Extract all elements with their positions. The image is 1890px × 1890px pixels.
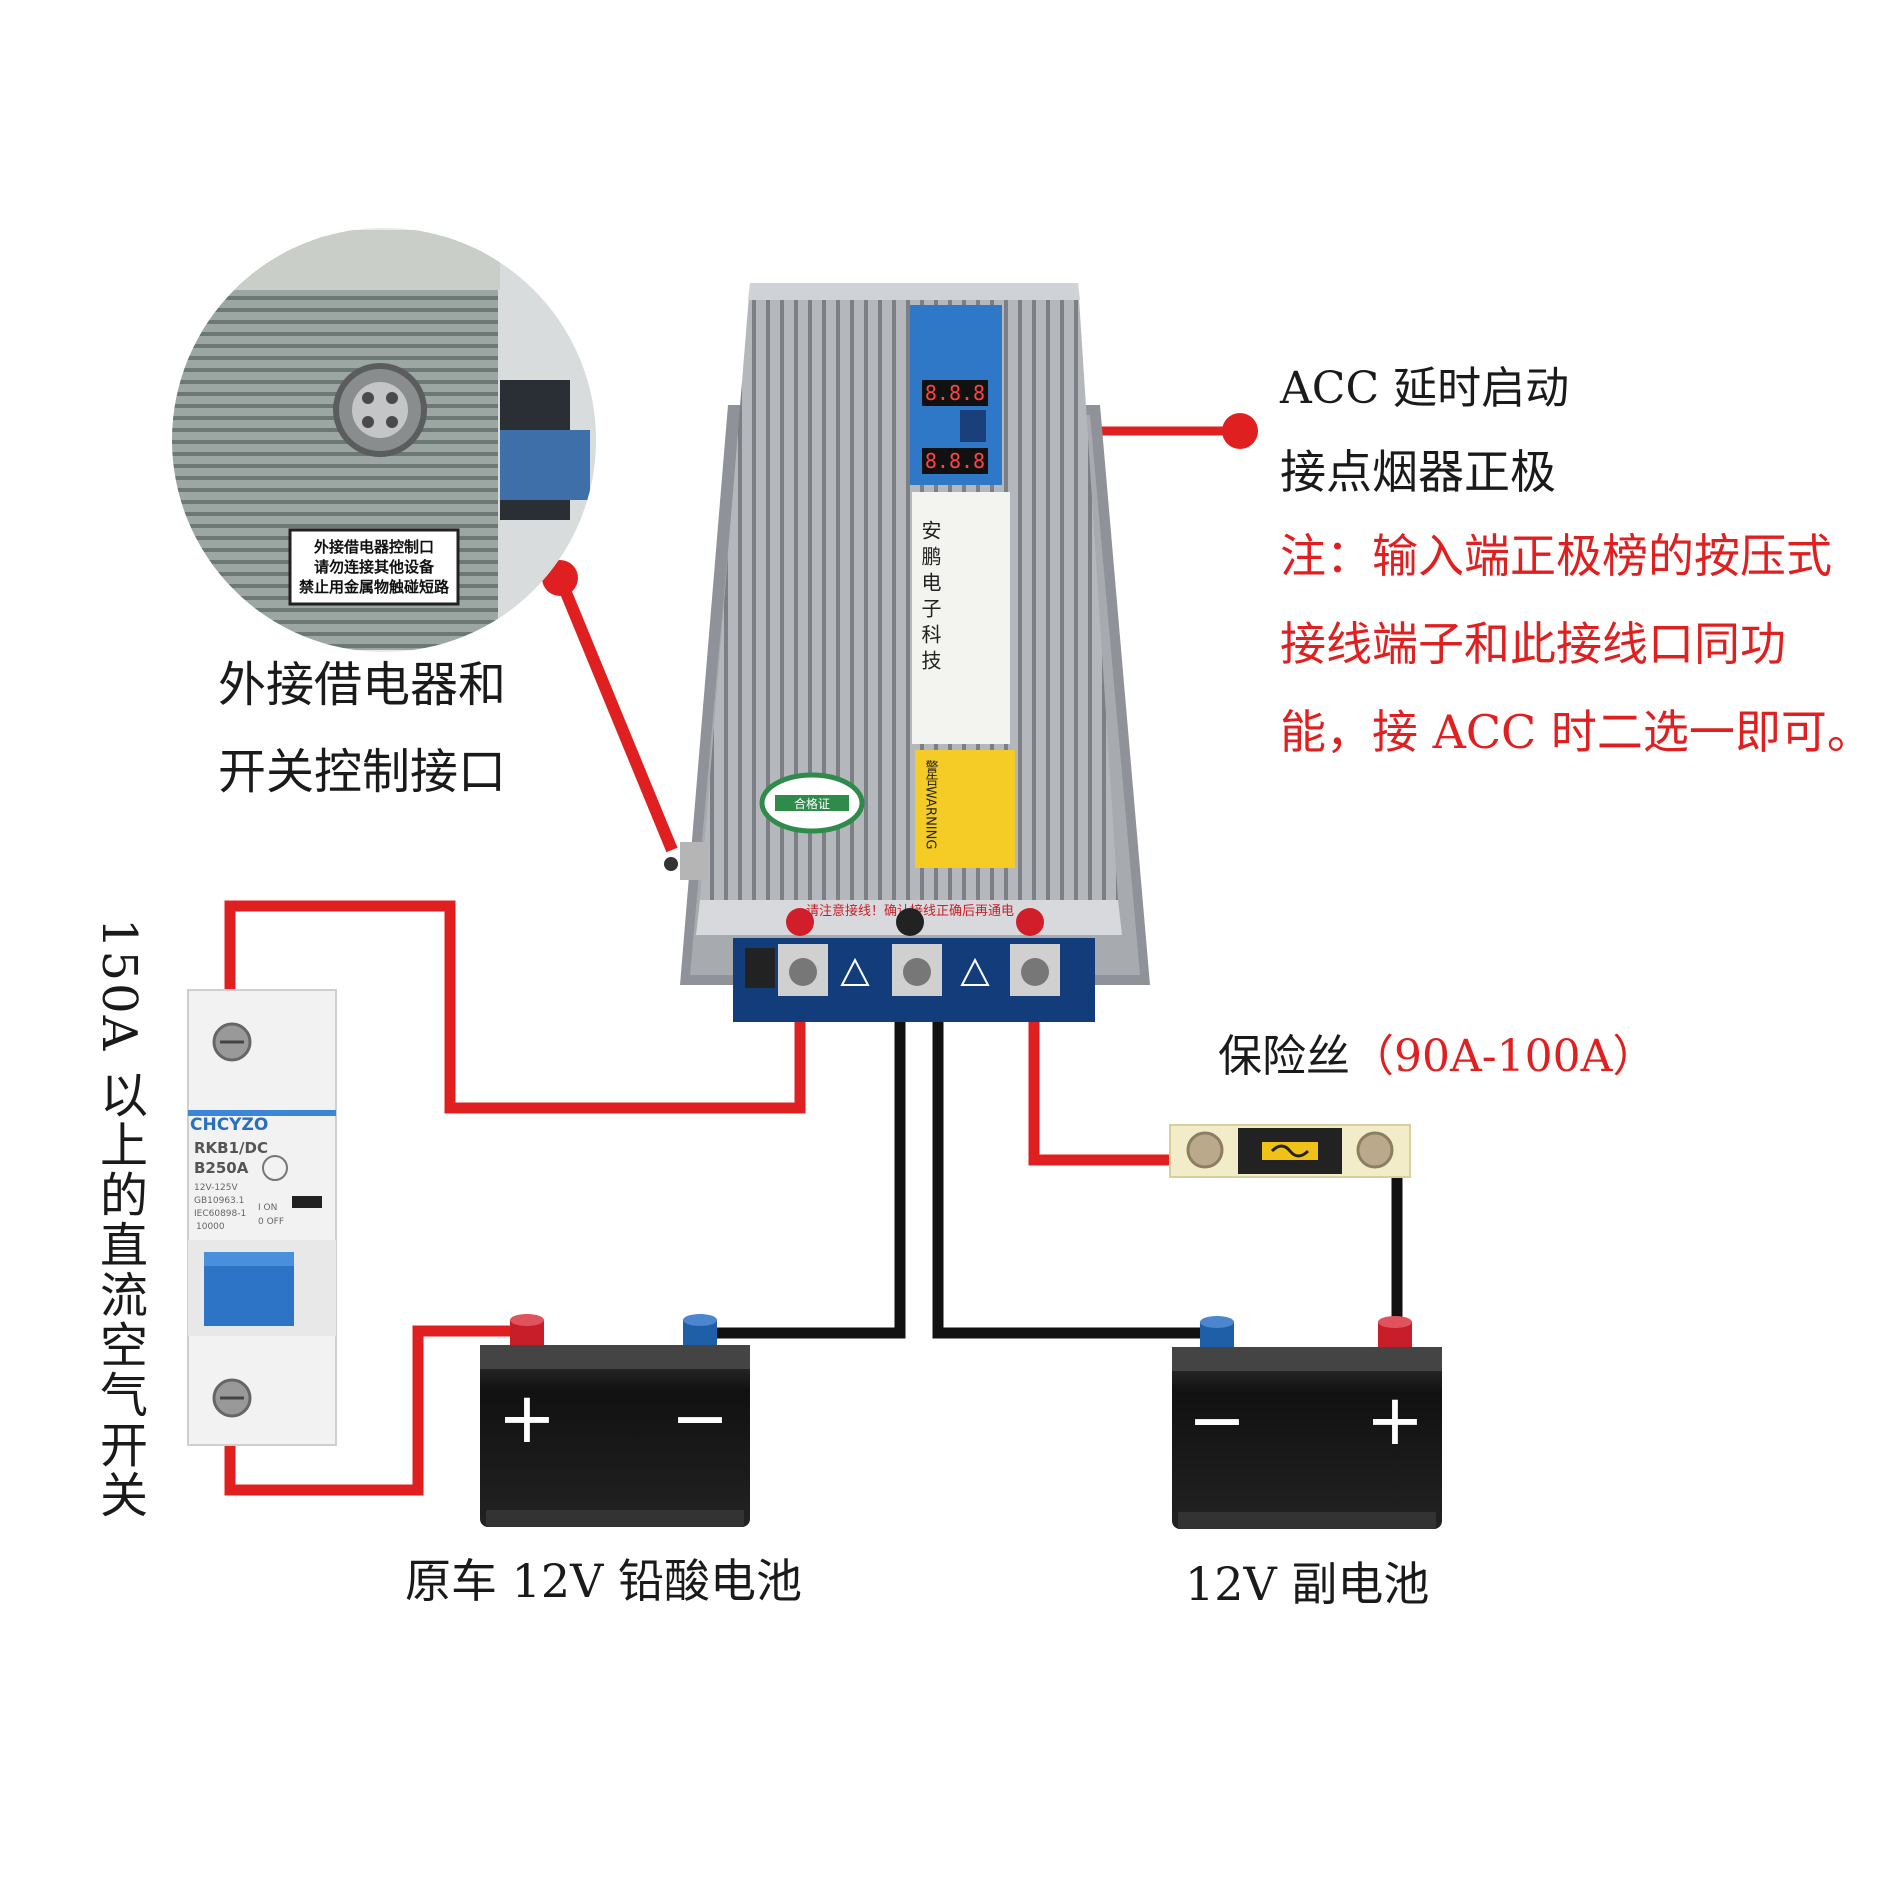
label-battery-right: 12V 副电池 — [1185, 1557, 1430, 1611]
battery-original: + − — [480, 1314, 750, 1527]
breaker-capacity: 10000 — [196, 1222, 225, 1232]
breaker-std1: GB10963.1 — [194, 1196, 244, 1206]
sticker-line-2: 请勿连接其他设备 — [314, 558, 435, 576]
battery-right-plus-symbol: + — [1366, 1379, 1425, 1461]
inset-pointer-line — [554, 575, 678, 853]
battery-right-minus-symbol: − — [1188, 1379, 1247, 1461]
side-connector — [680, 842, 708, 880]
ccc-mark-icon — [262, 1155, 288, 1181]
breaker-std2: IEC60898-1 — [194, 1209, 246, 1219]
battery-auxiliary: − + — [1172, 1316, 1442, 1529]
warning-label — [915, 750, 1015, 868]
battery-left-minus-symbol: − — [671, 1377, 730, 1459]
heatsink-body — [700, 283, 1118, 900]
terminal-input-positive — [778, 944, 828, 996]
breaker-on-label: I ON — [258, 1203, 277, 1213]
breaker-model: RKB1/DC — [194, 1139, 268, 1157]
breaker-off-label: 0 OFF — [258, 1217, 284, 1227]
label-note-line-3: 能，接 ACC 时二选一即可。 — [1280, 705, 1873, 759]
acc-pointer-dot — [1222, 413, 1258, 449]
svg-text:8.8.8: 8.8.8 — [925, 449, 985, 473]
label-fuse-spec: （90A-100A） — [1350, 1031, 1657, 1082]
label-note-line-2: 接线端子和此接线口同功 — [1280, 617, 1786, 671]
wires — [224, 426, 1403, 1496]
wire-breaker-to-battery-positive — [224, 1325, 525, 1496]
spec-label — [912, 492, 1010, 744]
wire-output-to-fuse — [1028, 995, 1175, 1166]
acc-dip-switch — [960, 410, 986, 442]
connector-inset: 外接借电器控制口 请勿连接其他设备 禁止用金属物触碰短路 — [172, 228, 596, 652]
fuse — [1169, 1124, 1411, 1178]
battery-left-plus-symbol: + — [498, 1377, 557, 1459]
svg-text:8.8.8: 8.8.8 — [925, 381, 985, 405]
label-battery-left: 原车 12V 铅酸电池 — [405, 1554, 802, 1608]
terminal-output-positive — [1010, 944, 1060, 996]
terminal-common-negative — [892, 944, 942, 996]
wire-breaker-to-input-positive — [224, 900, 806, 1114]
label-fuse-prefix: 保险丝 — [1218, 1031, 1350, 1082]
label-acc-line-2: 接点烟器正极 — [1280, 445, 1556, 499]
wire-common-right-battery — [932, 1000, 1215, 1339]
label-interface-line-2: 开关控制接口 — [218, 744, 507, 800]
device-brand: 安鹏电子科技 — [918, 520, 942, 676]
label-note-line-1: 注：输入端正极榜的按压式 — [1280, 529, 1832, 583]
dc-converter-device: 8.8.8 8.8.8 安鹏电子科技 警告WARNING 合格证 请注意接线！确… — [664, 283, 1150, 1022]
label-interface-line-1: 外接借电器和 — [218, 657, 507, 713]
warning-text: 警告WARNING — [923, 759, 939, 849]
sticker-line-3: 禁止用金属物触碰短路 — [299, 578, 450, 596]
sticker-line-1: 外接借电器控制口 — [313, 538, 434, 556]
label-breaker-vertical: 150A 以上的直流空气开关 — [91, 918, 147, 1520]
wire-common-left-battery — [700, 1000, 906, 1339]
breaker-brand: CHCYZO — [190, 1115, 268, 1135]
label-fuse: 保险丝（90A-100A） — [1218, 1020, 1656, 1084]
warning-sticker — [288, 528, 460, 606]
cert-text: 合格证 — [794, 796, 830, 811]
circuit-breaker: CHCYZO RKB1/DC B250A 12V-125V GB10963.1 … — [187, 989, 337, 1446]
breaker-voltage: 12V-125V — [194, 1183, 239, 1193]
label-acc-line-1: ACC 延时启动 — [1280, 363, 1570, 414]
breaker-rating: B250A — [194, 1159, 249, 1177]
